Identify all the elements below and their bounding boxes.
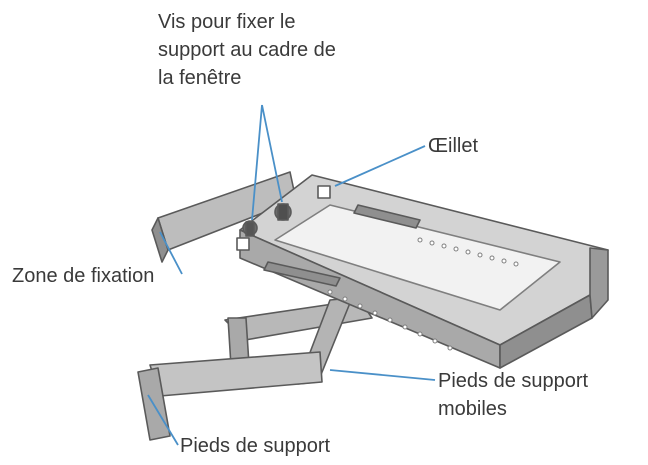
label-screws-line-2: support au cadre de	[158, 39, 336, 61]
leader-mobile-feet	[329, 369, 436, 381]
eyelet-marker	[236, 237, 250, 251]
fixing-screw-a	[242, 220, 258, 237]
label-mobile-feet: Pieds de support mobiles	[438, 367, 588, 423]
bracket-end-cap	[589, 247, 609, 319]
label-support-feet: Pieds de support	[180, 435, 331, 457]
leader-screws	[251, 104, 283, 221]
label-mobile-feet-line-2: mobiles	[438, 398, 507, 420]
label-eyelet: Œillet	[428, 135, 479, 157]
eyelet-marker	[317, 185, 331, 199]
leader-feet	[147, 394, 179, 446]
adjustment-slot	[263, 261, 341, 287]
support-foot-arm	[149, 351, 323, 397]
bracket-inner-opening	[274, 204, 561, 311]
adjustment-slot	[353, 204, 421, 229]
label-screws: Vis pour fixer le support au cadre de la…	[158, 8, 336, 92]
label-screws-line-3: la fenêtre	[158, 67, 242, 89]
label-screws-line-1: Vis pour fixer le	[158, 11, 296, 33]
label-fixing-zone: Zone de fixation	[12, 265, 155, 287]
label-mobile-feet-line-1: Pieds de support	[438, 370, 589, 392]
leader-eyelet	[334, 145, 426, 187]
leader-zone	[159, 231, 183, 275]
fixing-screw-b	[274, 203, 292, 221]
